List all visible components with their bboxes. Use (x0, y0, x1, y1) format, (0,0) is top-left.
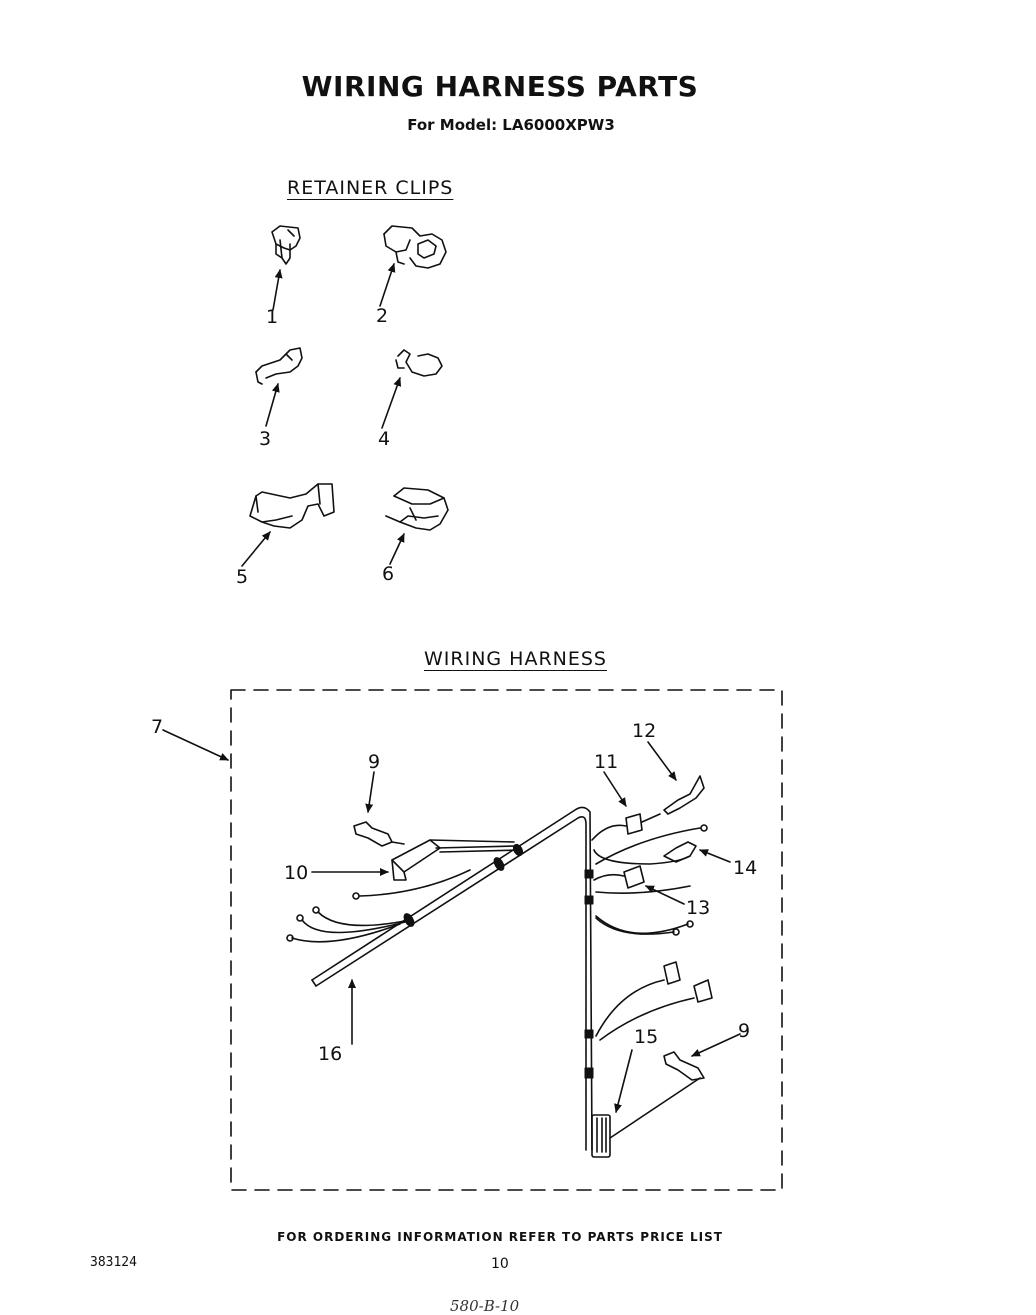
arrow-15 (614, 1049, 633, 1113)
arrow-clip-6 (389, 533, 405, 565)
document-number: 383124 (90, 1255, 137, 1270)
clip-5-drawing (249, 483, 335, 529)
arrow-clip-3 (265, 383, 280, 427)
arrow-14 (699, 849, 731, 863)
callout-clip-2: 2 (376, 305, 389, 327)
callout-clip-1: 1 (266, 306, 279, 328)
connector-13-drawing (593, 865, 691, 894)
harness-trunk-drawing (311, 806, 701, 1158)
terminal-9-top-drawing (353, 821, 405, 847)
connector-10-drawing (391, 839, 521, 881)
arrow-11 (603, 771, 627, 807)
harness-dashed-frame (230, 689, 783, 1191)
wiring-harness-heading: WIRING HARNESS (424, 648, 607, 670)
callout-15: 15 (634, 1026, 659, 1048)
clip-4-drawing (395, 349, 443, 377)
terminal-9-bottom-drawing (663, 1051, 705, 1081)
callout-16: 16 (318, 1043, 343, 1065)
callout-clip-3: 3 (259, 428, 272, 450)
handwritten-note: 580-B-10 (450, 1297, 520, 1315)
wire-leads-right (595, 915, 694, 936)
arrow-13 (645, 885, 685, 905)
clip-2-drawing (383, 225, 447, 269)
arrow-9-bottom (691, 1033, 741, 1057)
trunk-clamps (403, 843, 594, 1079)
terminal-14-drawing (593, 824, 708, 865)
arrow-clip-5 (241, 531, 271, 567)
arrow-clip-4 (381, 377, 402, 429)
page-number: 10 (491, 1256, 509, 1272)
callout-10: 10 (284, 862, 309, 884)
callout-9-bottom: 9 (738, 1020, 751, 1042)
clip-6-drawing (385, 487, 449, 531)
arrow-12 (647, 741, 677, 781)
clip-1-drawing (271, 225, 301, 265)
arrow-7 (162, 729, 229, 761)
callout-clip-6: 6 (382, 563, 395, 585)
clip-3-drawing (255, 347, 303, 385)
callout-clip-5: 5 (236, 566, 249, 588)
ordering-footer: FOR ORDERING INFORMATION REFER TO PARTS … (277, 1230, 723, 1244)
plug-connectors-drawing (595, 961, 713, 1041)
page-title: WIRING HARNESS PARTS (301, 70, 699, 103)
arrow-clip-1 (272, 269, 283, 311)
callout-11: 11 (594, 751, 619, 773)
arrow-clip-2 (379, 263, 396, 307)
wire-leads-left (286, 869, 471, 943)
terminal-12-drawing (663, 775, 705, 815)
model-subtitle: For Model: LA6000XPW3 (407, 116, 615, 134)
callout-clip-4: 4 (378, 428, 391, 450)
connector-11-drawing (591, 813, 661, 841)
retainer-clips-heading: RETAINER CLIPS (287, 177, 454, 199)
arrow-9-top (365, 771, 375, 813)
callout-7: 7 (151, 716, 164, 738)
callout-12: 12 (632, 720, 657, 742)
callout-13: 13 (686, 897, 711, 919)
callout-9-top: 9 (368, 751, 381, 773)
callout-14: 14 (733, 857, 758, 879)
